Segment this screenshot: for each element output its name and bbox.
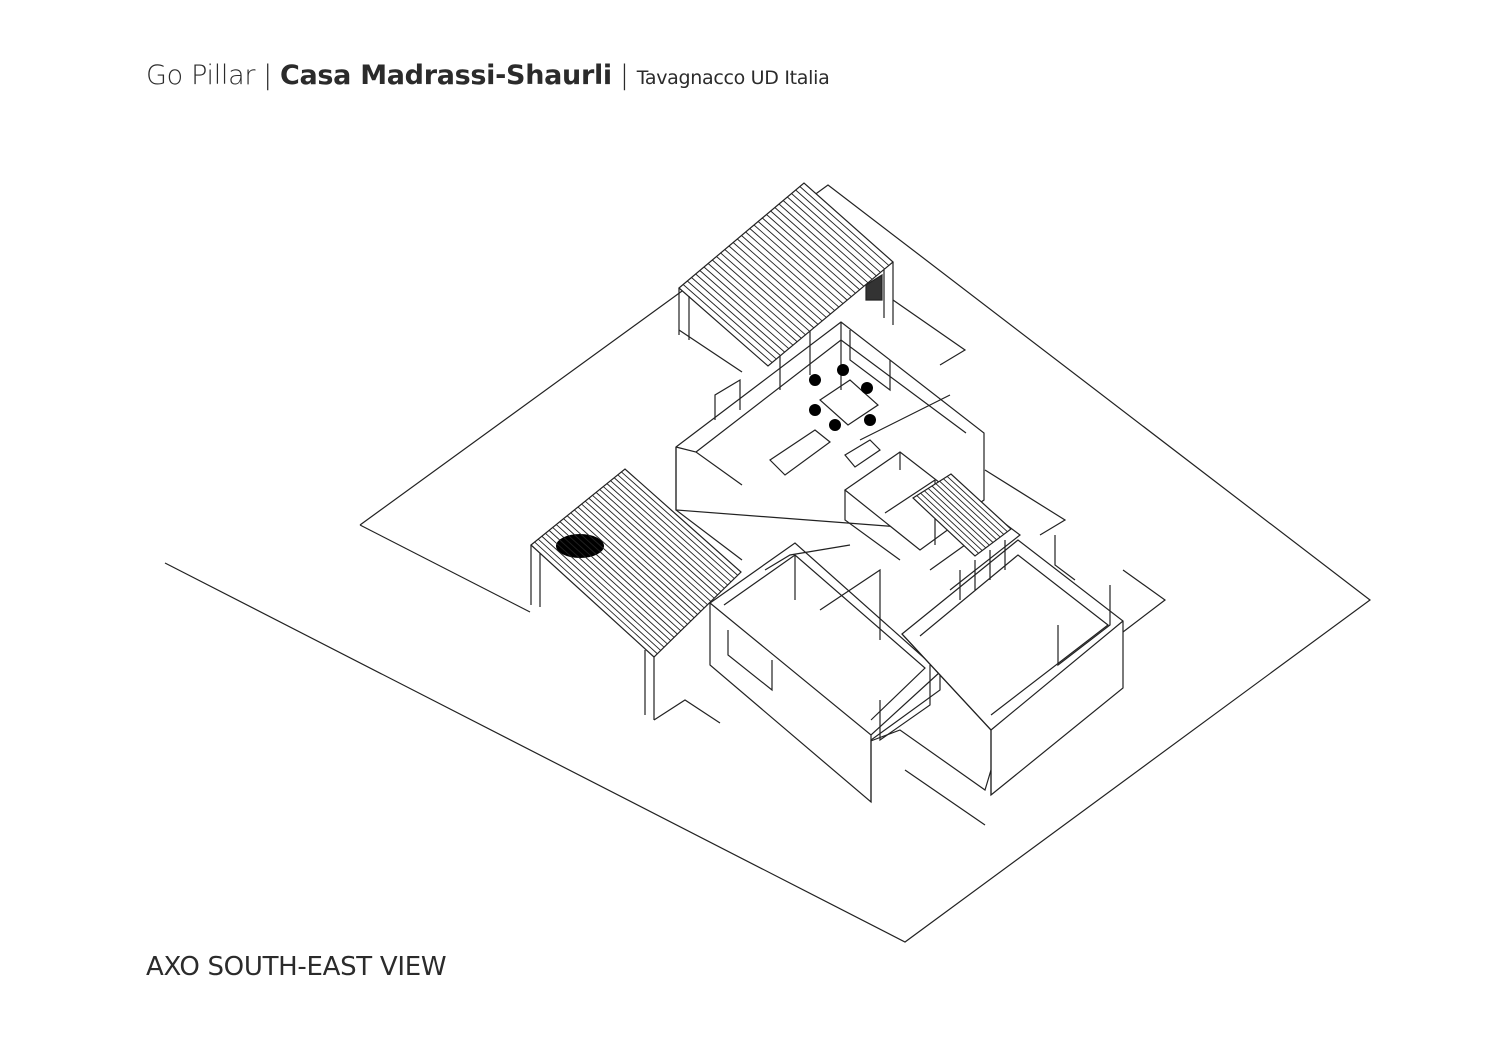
pergola-slat <box>617 474 735 579</box>
pergola-slat <box>592 494 712 602</box>
pergola-slat <box>699 270 790 350</box>
kitchen-island <box>844 394 951 468</box>
pergola-slat <box>595 492 715 599</box>
pergola-slat <box>603 486 722 592</box>
sofa <box>769 429 831 476</box>
pergola-slat <box>943 478 1005 535</box>
pergola-slat <box>581 503 702 612</box>
title-separator: | <box>619 60 629 91</box>
bedroom-block <box>709 542 941 804</box>
pergola-slat <box>745 231 835 311</box>
brand-name: Go Pillar <box>146 60 256 91</box>
project-name: Casa Madrassi-Shaurli <box>279 60 612 91</box>
pergola-slat <box>716 256 806 336</box>
pergola-slat <box>541 535 665 648</box>
pergola-slat <box>787 196 877 277</box>
pergola-slat <box>574 509 695 619</box>
pergola-slat <box>939 480 1001 538</box>
pergola-slat <box>927 488 990 546</box>
pergola-slat <box>588 497 708 606</box>
pergola-slat <box>621 471 738 576</box>
pergola-slats <box>534 186 1008 655</box>
pergola-slat <box>770 210 860 291</box>
pergola-slat <box>606 483 725 589</box>
pergola-slat <box>559 521 682 632</box>
bedroom-block-right <box>901 519 1124 797</box>
pergola-slat <box>931 485 994 543</box>
pergola-slat <box>946 476 1008 533</box>
pergola-slat <box>795 189 885 270</box>
title-separator: | <box>263 60 272 91</box>
dining-table <box>809 364 879 431</box>
pergola-slat <box>782 200 873 280</box>
pergola-slat <box>563 518 685 628</box>
pergola-slat <box>757 221 848 301</box>
pergola-slat <box>916 495 979 554</box>
pergola-slat <box>924 490 987 549</box>
pergola-slat <box>753 224 844 304</box>
pergola-slat <box>712 259 802 339</box>
pergola-slat <box>935 483 997 541</box>
windows <box>727 630 931 742</box>
pergola-slat <box>570 512 692 622</box>
pergola-slat <box>737 238 827 318</box>
view-label: AXO SOUTH-EAST VIEW <box>146 952 447 982</box>
pergola-slat <box>691 277 781 356</box>
pergola-slat <box>762 217 852 298</box>
pergola-slat <box>566 515 688 625</box>
pergola-slat <box>545 532 668 645</box>
site-boundary <box>164 184 1371 943</box>
pergola-slat <box>728 245 819 325</box>
pergola-slat <box>749 228 840 308</box>
pergola-slat <box>766 214 856 294</box>
pergola-slat <box>720 252 810 332</box>
pergola-slat <box>791 193 881 273</box>
drawing-title: Go Pillar|Casa Madrassi-Shaurli|Tavagnac… <box>146 60 830 91</box>
pergola-slat <box>695 273 785 353</box>
pergola-slat <box>548 530 672 641</box>
pergola-slat <box>732 242 823 322</box>
pergola-slat <box>613 477 732 583</box>
pergola-middle <box>912 473 1012 557</box>
pergola-slat <box>703 266 794 346</box>
pergola-slat <box>741 235 831 315</box>
pergola-slat <box>774 207 865 287</box>
project-location: Tavagnacco UD Italia <box>636 67 830 89</box>
pergola-slat <box>610 480 728 586</box>
pergola-slat <box>707 263 798 343</box>
pergola-slat <box>552 527 675 638</box>
pergola-slat <box>599 489 718 596</box>
windows <box>1054 535 1111 667</box>
pergola-slat <box>537 538 661 651</box>
pergola-slat <box>682 284 773 363</box>
pergola-slat <box>687 280 777 360</box>
pergola-slat <box>778 203 869 284</box>
pergola-slat <box>584 500 705 609</box>
pergola-slat <box>724 249 815 329</box>
pergola-slat <box>534 541 658 655</box>
pergola-slat <box>556 524 678 635</box>
pergola-slat <box>799 186 890 266</box>
pergola-slat <box>920 492 983 551</box>
pergola-slat <box>577 506 698 615</box>
